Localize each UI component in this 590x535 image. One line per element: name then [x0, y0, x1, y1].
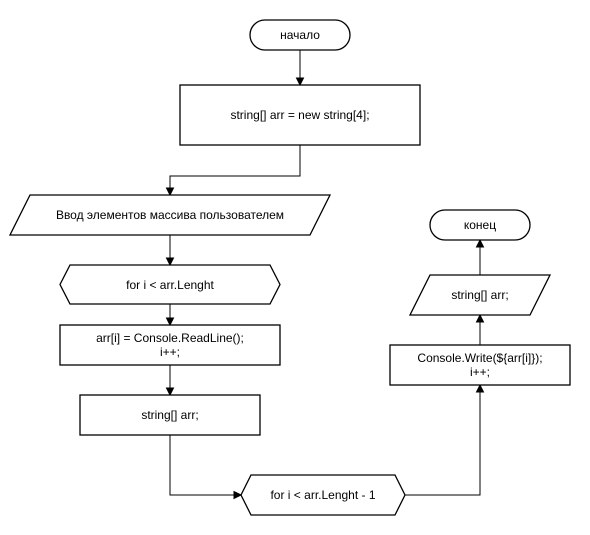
- init-process: string[] arr = new string[4];: [179, 84, 421, 146]
- edge-readline-to-decl: [165, 365, 175, 397]
- readline-line1: arr[i] = Console.ReadLine();: [96, 331, 244, 345]
- write-process: Console.Write(${arr[i]}); i++;: [389, 344, 571, 386]
- input-parallelogram: Ввод элементов массива пользователем: [8, 194, 332, 236]
- edge-write-to-output: [475, 313, 485, 345]
- edge-input-to-loop1: [165, 235, 175, 267]
- end-label: конец: [464, 218, 496, 232]
- write-line1: Console.Write(${arr[i]});: [417, 351, 542, 365]
- decl-label: string[] arr;: [141, 408, 198, 422]
- write-line2: i++;: [470, 365, 490, 379]
- edge-start-to-init: [295, 50, 305, 87]
- edge-decl-to-loop2: [169, 435, 243, 500]
- readline-process: arr[i] = Console.ReadLine(); i++;: [59, 324, 281, 366]
- start-terminator: начало: [249, 19, 351, 51]
- end-terminator: конец: [429, 209, 531, 241]
- init-label: string[] arr = new string[4];: [230, 108, 369, 122]
- loop2-hexagon: for i < arr.Lenght - 1: [240, 474, 406, 516]
- start-label: начало: [280, 28, 320, 42]
- loop2-label: for i < arr.Lenght - 1: [270, 488, 375, 502]
- connectors: [165, 50, 485, 500]
- edge-init-to-input: [165, 145, 301, 197]
- output-parallelogram: string[] arr;: [408, 274, 552, 316]
- input-label: Ввод элементов массива пользователем: [56, 208, 284, 222]
- loop1-label: for i < arr.Lenght: [126, 278, 214, 292]
- output-label: string[] arr;: [451, 288, 508, 302]
- loop1-hexagon: for i < arr.Lenght: [59, 264, 281, 305]
- edge-loop2-to-write: [405, 383, 485, 496]
- edge-loop1-to-readline: [165, 304, 175, 327]
- edge-output-to-end: [475, 238, 485, 275]
- decl-process: string[] arr;: [79, 394, 261, 436]
- readline-line2: i++;: [160, 345, 180, 359]
